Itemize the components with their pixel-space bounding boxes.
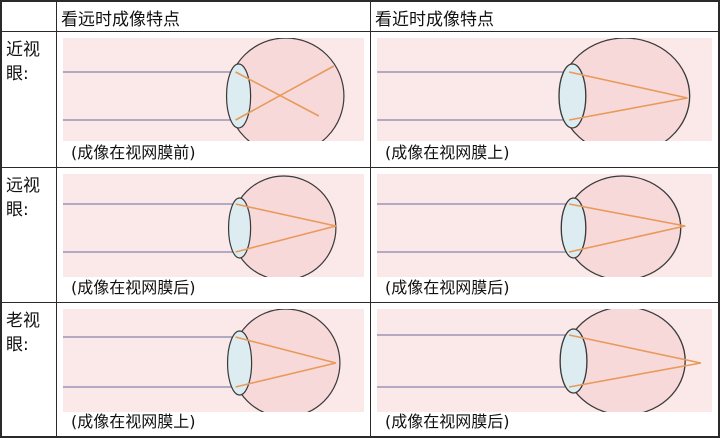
eye-svg [377, 175, 686, 277]
caption: (成像在视网膜后) [385, 412, 510, 431]
myopia-far-cell: (成像在视网膜前) [57, 32, 371, 168]
eye-diagram [377, 38, 712, 141]
hyperopia-far-cell: (成像在视网膜后) [57, 168, 371, 303]
presbyopia-near-cell: (成像在视网膜后) [371, 303, 718, 436]
eye-svg [377, 38, 691, 141]
eye-svg [377, 309, 702, 412]
row-label-myopia: 近视眼: [2, 32, 57, 168]
eye-diagram [63, 38, 364, 141]
header-far: 看远时成像特点 [57, 2, 371, 32]
eye-diagram [63, 309, 364, 412]
caption: (成像在视网膜前) [71, 143, 196, 162]
eye-diagram [377, 174, 712, 277]
presbyopia-far-cell: (成像在视网膜上) [57, 303, 371, 436]
header-near: 看近时成像特点 [371, 2, 718, 32]
eye-diagram [63, 174, 364, 277]
row-label-presbyopia: 老视眼: [2, 303, 57, 436]
hyperopia-near-cell: (成像在视网膜后) [371, 168, 718, 303]
row-label-hyperopia: 远视眼: [2, 168, 57, 303]
myopia-near-cell: (成像在视网膜上) [371, 32, 718, 168]
corner-cell [2, 2, 57, 32]
caption: (成像在视网膜上) [385, 143, 510, 162]
eye-svg [63, 38, 345, 141]
caption: (成像在视网膜上) [71, 412, 196, 431]
caption: (成像在视网膜后) [71, 278, 196, 297]
eye-svg [63, 175, 337, 277]
eye-svg [63, 309, 341, 412]
eye-diagram [377, 309, 712, 412]
caption: (成像在视网膜后) [385, 278, 510, 297]
